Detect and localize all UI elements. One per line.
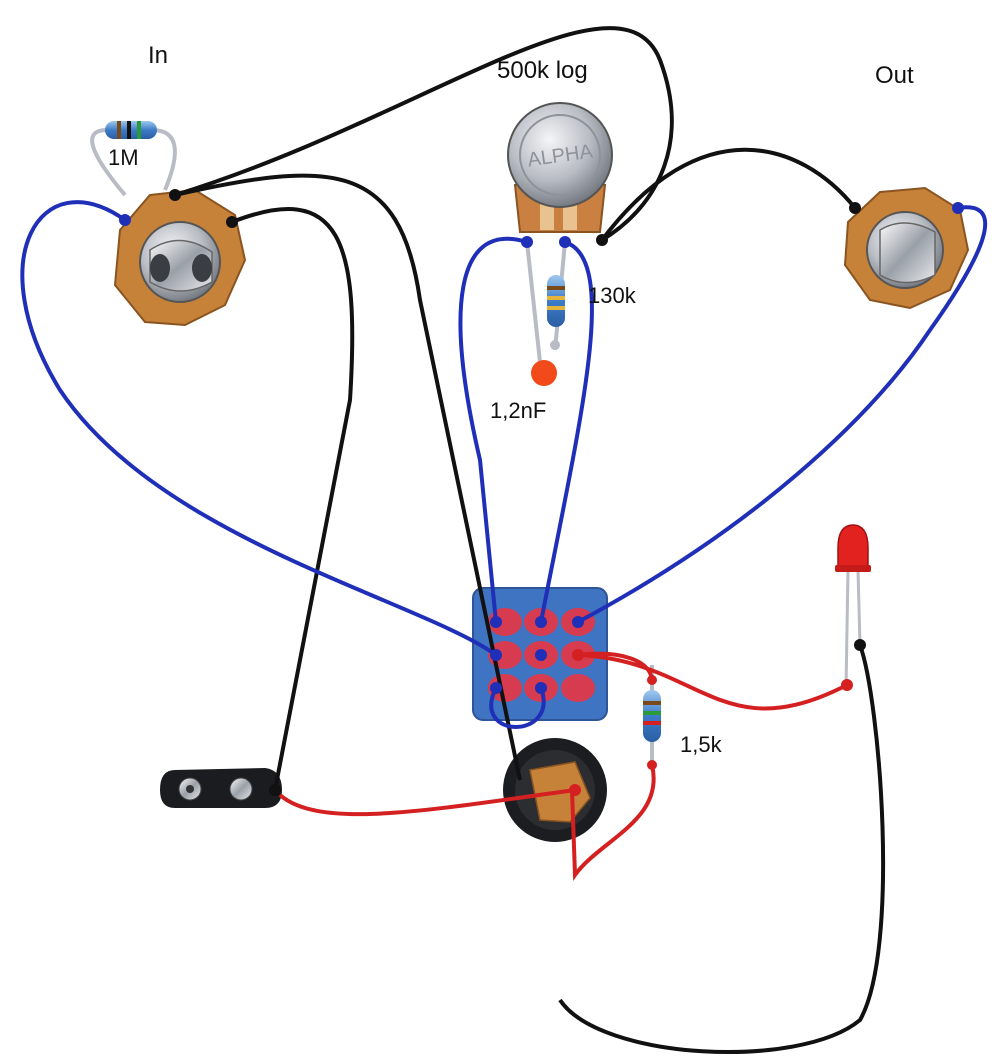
- solder-points: [119, 189, 964, 796]
- power-wire-resistor-to-dc: [570, 764, 656, 881]
- led: [835, 524, 871, 689]
- potentiometer: ALPHA: [507, 102, 613, 233]
- input-jack: [113, 188, 247, 327]
- label-capacitor: 1,2nF: [490, 398, 546, 423]
- ground-wire-in-to-dc: [174, 173, 522, 781]
- power-wire-battery-to-dc: [278, 788, 576, 817]
- label-resistor-1-5k: 1,5k: [680, 732, 723, 757]
- 9v-battery-clip: [160, 768, 282, 808]
- power-wire-switch-to-led: [577, 653, 848, 711]
- signal-wires: [20, 200, 988, 729]
- label-pot: 500k log: [497, 57, 588, 84]
- output-jack: [843, 186, 970, 310]
- signal-wire-pot-to-switch: [458, 236, 528, 623]
- power-wires: [278, 651, 848, 881]
- ground-wire-pot-to-out: [600, 147, 857, 242]
- signal-wire-in-to-switch: [20, 200, 498, 657]
- signal-wire-switch-to-out: [577, 205, 988, 624]
- resistor-1m: [90, 121, 177, 197]
- capacitor-1-2nf: [525, 241, 557, 386]
- ground-wire-in-to-battery: [231, 207, 355, 791]
- resistor-130k: [547, 241, 567, 351]
- label-out: Out: [875, 62, 914, 89]
- label-resistor-1m: 1M: [108, 145, 139, 170]
- signal-wire-pot-wiper-to-switch: [539, 240, 594, 623]
- ground-wires: [174, 26, 886, 1054]
- signal-wire-switch-jumper: [489, 687, 546, 729]
- label-resistor-130k: 130k: [588, 283, 637, 308]
- label-in: In: [148, 42, 168, 69]
- dc-power-jack: [503, 738, 607, 842]
- ground-wire-led-to-dc: [558, 644, 886, 1054]
- power-wire-switch-to-resistor: [577, 651, 654, 681]
